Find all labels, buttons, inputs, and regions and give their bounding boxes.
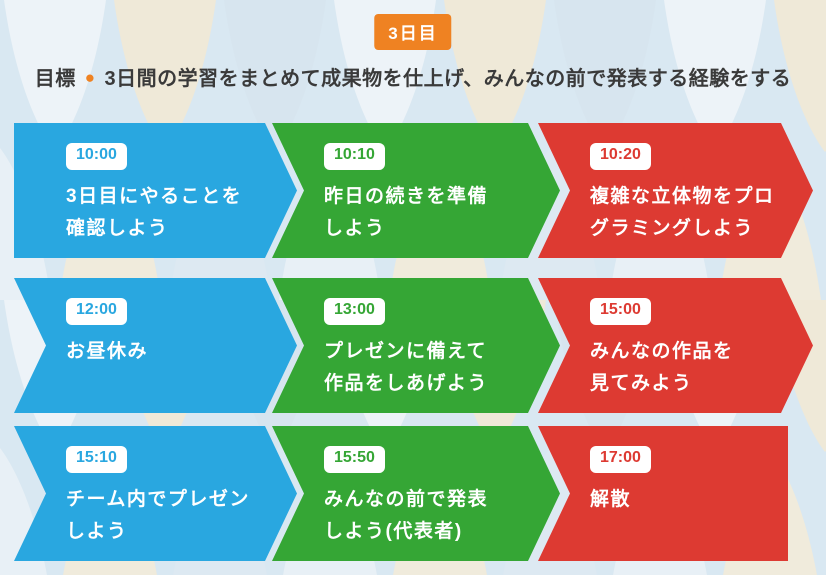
time-badge: 15:50 xyxy=(324,446,385,473)
schedule-block-1000: 10:00 3日目にやることを 確認しよう xyxy=(14,123,297,258)
block-label: プレゼンに備えて 作品をしあげよう xyxy=(324,340,489,394)
block-label: 解散 xyxy=(590,488,632,510)
goal-label: 目標 xyxy=(34,68,76,90)
time-badge: 10:10 xyxy=(324,143,385,170)
schedule-block-1500: 15:00 みんなの作品を 見てみよう xyxy=(538,278,813,413)
block-label: みんなの前で発表 しよう(代表者) xyxy=(324,488,489,542)
time-badge: 10:00 xyxy=(66,143,127,170)
time-badge: 12:00 xyxy=(66,298,127,325)
goal-bullet-icon: ● xyxy=(84,68,96,87)
goal-row: 目標 ● 3日間の学習をまとめて成果物を仕上げ、みんなの前で発表する経験をする xyxy=(0,62,826,91)
time-badge: 17:00 xyxy=(590,446,651,473)
time-badge: 15:00 xyxy=(590,298,651,325)
block-label: お昼休み xyxy=(66,340,149,362)
schedule-block-1700: 17:00 解散 xyxy=(538,426,788,561)
block-label: みんなの作品を 見てみよう xyxy=(590,340,734,394)
time-badge: 13:00 xyxy=(324,298,385,325)
goal-text: 3日間の学習をまとめて成果物を仕上げ、みんなの前で発表する経験をする xyxy=(104,68,792,90)
schedule-block-1020: 10:20 複雑な立体物をプロ グラミングしよう xyxy=(538,123,813,258)
time-badge: 15:10 xyxy=(66,446,127,473)
block-label: 昨日の続きを準備 しよう xyxy=(324,185,489,239)
schedule-block-1550: 15:50 みんなの前で発表 しよう(代表者) xyxy=(272,426,560,561)
block-label: 3日目にやることを 確認しよう xyxy=(66,185,243,239)
schedule-block-1510: 15:10 チーム内でプレゼン しよう xyxy=(14,426,297,561)
schedule-block-1200: 12:00 お昼休み xyxy=(14,278,297,413)
day-badge: 3日目 xyxy=(374,14,452,50)
block-label: 複雑な立体物をプロ グラミングしよう xyxy=(590,185,775,239)
time-badge: 10:20 xyxy=(590,143,651,170)
block-label: チーム内でプレゼン しよう xyxy=(66,488,250,542)
schedule-block-1010: 10:10 昨日の続きを準備 しよう xyxy=(272,123,560,258)
schedule-block-1300: 13:00 プレゼンに備えて 作品をしあげよう xyxy=(272,278,560,413)
